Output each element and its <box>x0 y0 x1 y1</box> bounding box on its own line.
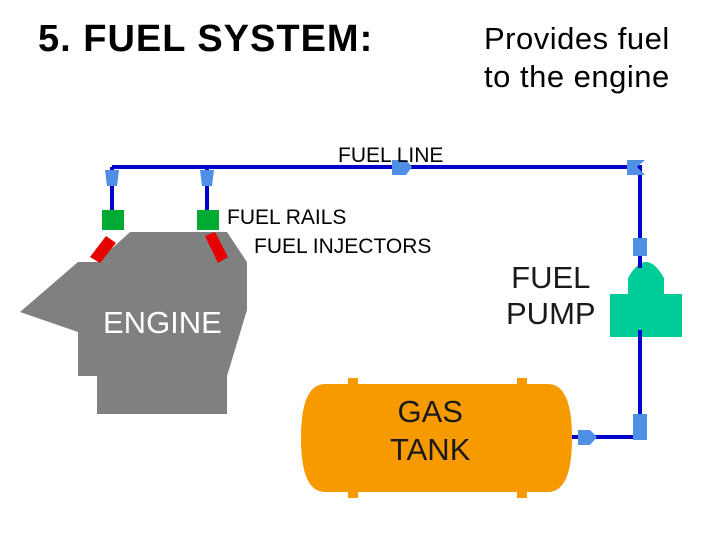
fuel-line-label: FUEL LINE <box>338 144 444 167</box>
fitting-pump-top <box>633 238 647 256</box>
line-fittings <box>105 160 647 445</box>
gas-tank <box>301 378 572 498</box>
fuel-pump-label: FUEL PUMP <box>506 260 596 331</box>
fitting-corner <box>627 160 645 175</box>
fuel-injectors-label: FUEL INJECTORS <box>254 235 432 258</box>
fuel-injector-right <box>205 232 228 263</box>
fuel-rails-label: FUEL RAILS <box>227 206 347 229</box>
page-title: 5. FUEL SYSTEM: <box>38 18 374 60</box>
fitting-fuel-line <box>392 160 412 175</box>
engine-block <box>20 232 247 414</box>
gas-tank-label: GAS TANK <box>390 394 471 467</box>
fitting-left <box>105 170 119 186</box>
fuel-injector-left <box>90 236 116 263</box>
fuel-rail-right <box>197 210 219 230</box>
fuel-rail-left <box>102 210 124 230</box>
fitting-tank <box>578 430 597 445</box>
fitting-bottom-corner <box>633 424 647 440</box>
fitting-mid <box>200 170 214 186</box>
engine-label: ENGINE <box>103 305 222 340</box>
page-subtitle: Provides fuel to the engine <box>484 21 670 94</box>
fuel-pump <box>610 262 682 337</box>
